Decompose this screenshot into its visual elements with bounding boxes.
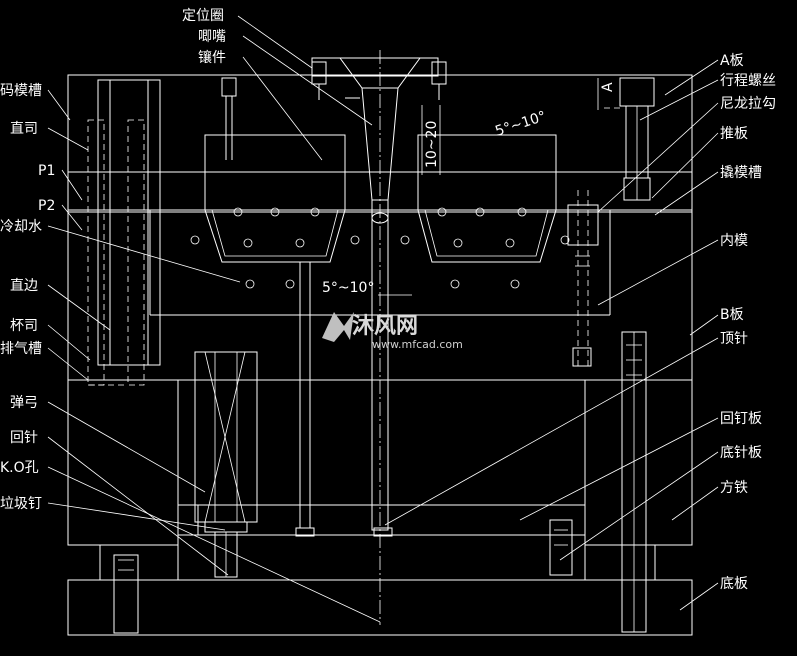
- watermark-brand: 沐风网: [352, 314, 418, 339]
- label-a-plate: A板: [720, 53, 744, 69]
- depth-dimension: 10~20: [424, 121, 440, 168]
- label-ejector-retainer: 回钉板: [720, 411, 762, 427]
- cavity-left: [204, 134, 346, 263]
- insert-screw: [221, 77, 237, 160]
- label-p1: P1: [38, 163, 55, 179]
- label-clamp-slot: 码模槽: [0, 83, 42, 99]
- watermark-logo-icon: [322, 312, 354, 342]
- travel-screw: [567, 77, 655, 370]
- label-bottom-plate: 底板: [720, 576, 748, 592]
- label-return-pin: 回针: [10, 430, 38, 446]
- label-stop-pin: 垃圾钉: [0, 496, 42, 512]
- cavity-right: [417, 134, 557, 263]
- label-p2: P2: [38, 198, 55, 214]
- label-insert: 镶件: [198, 49, 226, 66]
- sprue-assembly: [311, 50, 447, 625]
- section-mark: A: [600, 82, 616, 92]
- label-core: 内模: [720, 233, 748, 249]
- label-ko-hole: K.O孔: [0, 460, 39, 476]
- label-cup-bush: 杯司: [10, 318, 38, 334]
- watermark: 沐风网 www.mfcad.com: [322, 312, 463, 351]
- label-push-plate: 推板: [720, 126, 748, 142]
- label-spacer: 方铁: [720, 480, 748, 496]
- draft-mid-dimension: 5°~10°: [322, 280, 374, 296]
- label-spring: 弹弓: [10, 395, 38, 411]
- label-ejector-base: 底针板: [720, 445, 762, 461]
- watermark-url: www.mfcad.com: [372, 338, 463, 351]
- label-sprue-bushing: 唧嘴: [198, 29, 226, 45]
- spring-return-pin: [194, 351, 258, 578]
- label-nylon-puller: 尼龙拉勾: [720, 96, 776, 112]
- label-pry-slot: 撬模槽: [720, 165, 762, 181]
- guide-pillar-left: [87, 79, 161, 386]
- label-guide-bush: 直司: [10, 120, 38, 137]
- bottom-screws: [113, 331, 647, 634]
- label-travel-screw: 行程螺丝: [720, 73, 776, 89]
- cooling-holes: [190, 235, 570, 289]
- label-locating-ring: 定位圈: [182, 8, 224, 24]
- leader-lines: [47, 15, 719, 623]
- label-cooling: 冷却水: [0, 219, 42, 235]
- label-straight-edge: 直边: [10, 277, 38, 294]
- label-b-plate: B板: [720, 307, 744, 323]
- label-ejector-pin: 顶针: [720, 331, 748, 347]
- dimension-annotations: 10~20 5°~10° 5°~10° A: [322, 78, 616, 296]
- label-vent-slot: 排气槽: [0, 341, 42, 357]
- ejector-pins: [295, 262, 393, 537]
